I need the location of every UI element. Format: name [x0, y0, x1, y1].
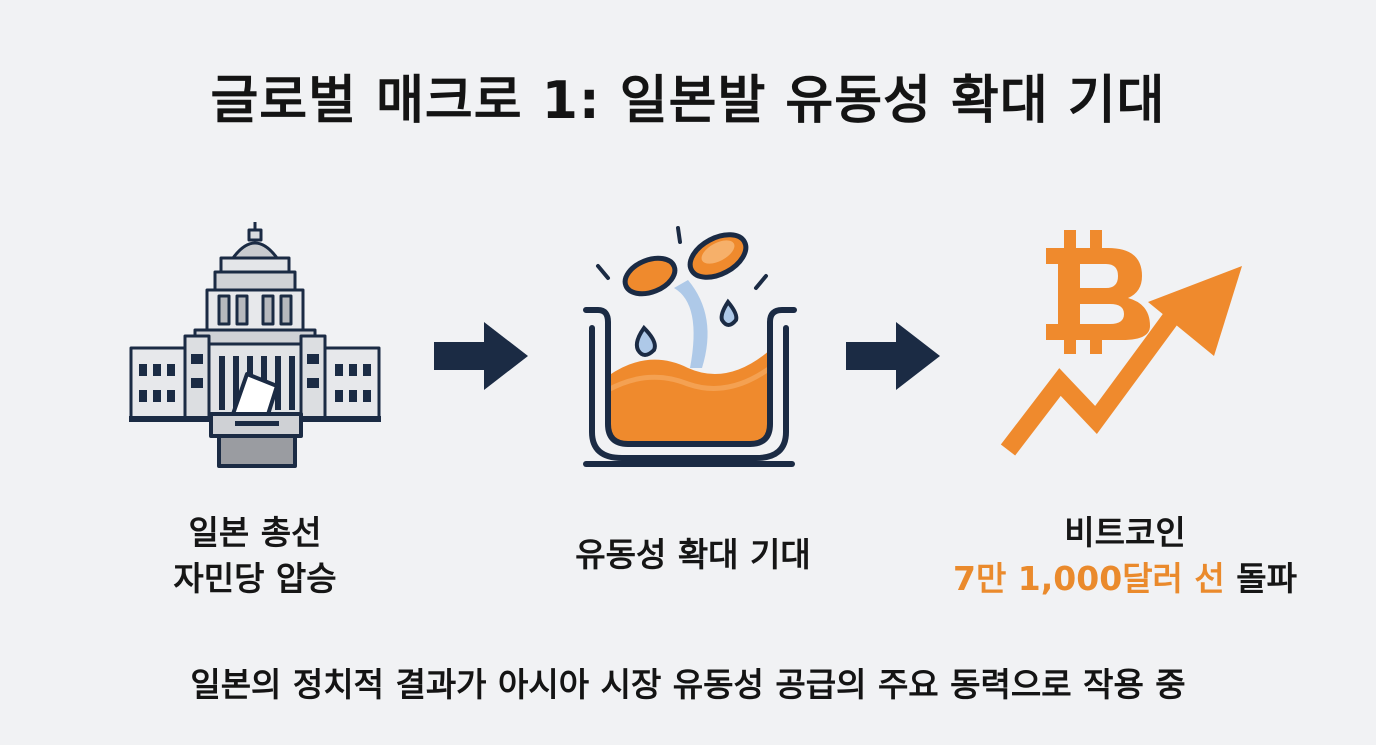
step-3-caption: 비트코인 7만 1,000달러 선 돌파 [930, 510, 1320, 602]
bitcoin-uptrend-icon [1000, 230, 1242, 456]
parliament-ballot-icon [129, 222, 381, 468]
arrow-right-icon [846, 322, 940, 390]
step-2-line-1: 유동성 확대 기대 [575, 535, 811, 574]
step-1-caption: 일본 총선 자민당 압승 [125, 510, 385, 602]
liquidity-pot-icon [583, 226, 797, 467]
step-3-highlight: 7만 1,000달러 선 [953, 559, 1225, 598]
page-title: 글로벌 매크로 1: 일본발 유동성 확대 기대 [210, 71, 1166, 131]
step-1-line-1: 일본 총선 [188, 513, 322, 552]
step-3-line-1: 비트코인 [1064, 513, 1186, 552]
footer-summary: 일본의 정치적 결과가 아시아 시장 유동성 공급의 주요 동력으로 작용 중 [190, 665, 1186, 704]
step-1-line-2: 자민당 압승 [173, 559, 337, 598]
arrow-right-icon [434, 322, 528, 390]
step-3-line-2: 7만 1,000달러 선 돌파 [930, 556, 1320, 602]
step-3-rest: 돌파 [1224, 559, 1297, 598]
step-2-caption: 유동성 확대 기대 [538, 532, 848, 578]
